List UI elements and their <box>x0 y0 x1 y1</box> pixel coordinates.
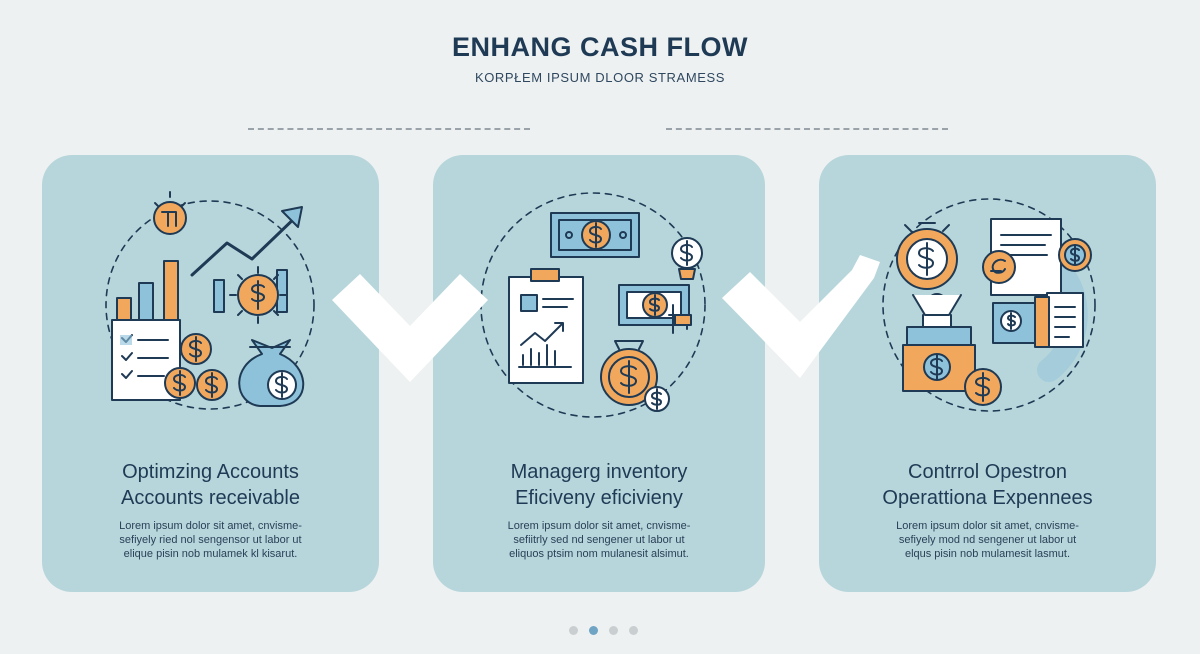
pagination-dot[interactable] <box>629 626 638 635</box>
card-description: Lorem ipsum dolor sit amet, cnvisme- sef… <box>119 520 302 560</box>
pagination-dots <box>0 626 1200 636</box>
chevron-check-1 <box>332 274 488 382</box>
accounts-receivable-icon <box>105 191 315 410</box>
card-description: Lorem ipsum dolor sit amet, cnvisme- sef… <box>507 520 691 560</box>
divider-left <box>248 128 530 130</box>
card-title: Contrrol Opestron Operattiona Expennees <box>882 461 1093 509</box>
page-subtitle: KORPŁEM IPSUM DLOOR STRAMESS <box>474 70 726 85</box>
card-description: Lorem ipsum dolor sit amet, cnvisme- sef… <box>896 520 1079 560</box>
divider-right <box>666 128 948 130</box>
card-title: Managerg inventory Eficiveny eficivieny <box>510 461 688 509</box>
pagination-dot[interactable] <box>569 626 578 635</box>
pagination-dot[interactable] <box>609 626 618 635</box>
card-operational-expenses: Contrrol Opestron Operattiona Expennees … <box>819 155 1156 592</box>
inventory-efficiency-icon <box>480 192 706 418</box>
operational-expenses-icon <box>882 198 1096 412</box>
chevron-check-2 <box>722 255 880 378</box>
page-title: ENHANG CASH FLOW <box>452 32 748 62</box>
card-inventory-efficiency: Managerg inventory Eficiveny eficivieny … <box>433 155 765 592</box>
card-title: Optimzing Accounts Accounts receivable <box>121 461 300 509</box>
card-accounts-receivable: Optimzing Accounts Accounts receivable L… <box>42 155 379 592</box>
pagination-dot-active[interactable] <box>589 626 598 635</box>
